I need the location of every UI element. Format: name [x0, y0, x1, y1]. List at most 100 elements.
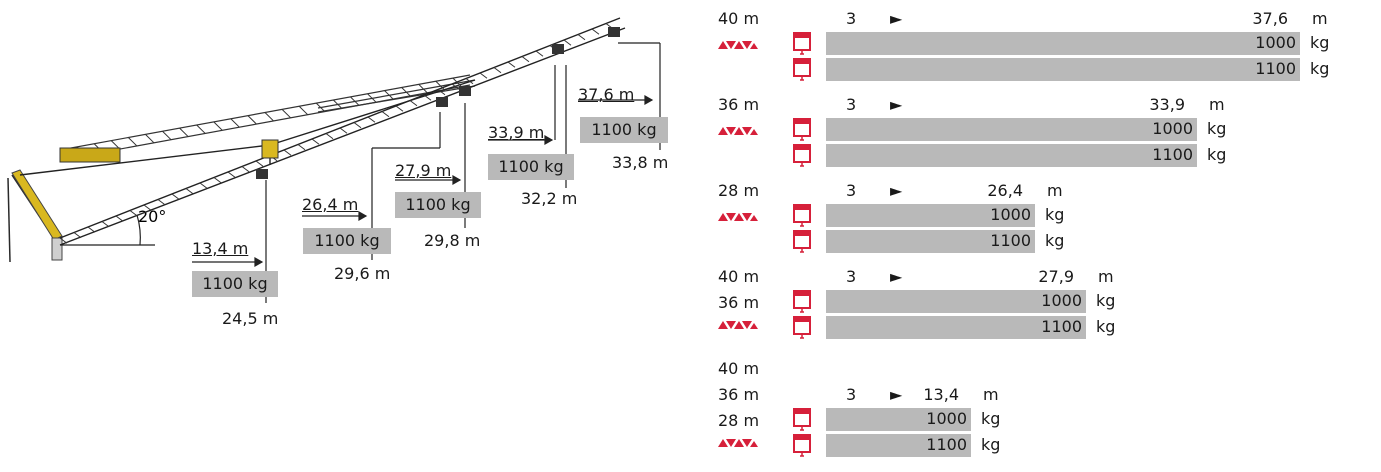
- brace: [332, 99, 343, 109]
- trolley-icon: [608, 27, 620, 37]
- hook-icon: [793, 204, 811, 227]
- brace: [143, 204, 152, 211]
- brace: [367, 116, 376, 123]
- station-radius: 33,9 m: [488, 123, 545, 142]
- hook-icon: [793, 408, 811, 431]
- brace: [315, 102, 326, 112]
- hook-icon: [793, 230, 811, 253]
- load-value: 1000: [926, 409, 967, 428]
- brace: [230, 118, 240, 128]
- brace: [435, 80, 445, 91]
- boom-length: 40 m: [718, 359, 760, 378]
- station-height: 24,5 m: [222, 309, 279, 328]
- brace: [115, 215, 124, 222]
- trolley-icon: [552, 44, 564, 54]
- falls-count: 3: [846, 9, 857, 28]
- load-unit: kg: [1207, 145, 1227, 164]
- station-height: 29,8 m: [424, 231, 481, 250]
- load-unit: kg: [1045, 205, 1065, 224]
- brace: [437, 89, 446, 96]
- reach-value: 37,6: [1252, 9, 1288, 28]
- brace: [87, 226, 96, 233]
- reach-value: 26,4: [987, 181, 1023, 200]
- load-unit: kg: [1096, 291, 1116, 310]
- station-load: 1100 kg: [192, 271, 278, 297]
- brace: [452, 77, 462, 87]
- station-load: 1100 kg: [488, 154, 574, 180]
- reach-unit: m: [1098, 267, 1114, 286]
- brace: [241, 166, 250, 173]
- load-value: 1000: [1152, 119, 1193, 138]
- load-bar: 1000: [826, 290, 1086, 313]
- load-value: 1100: [926, 435, 967, 454]
- trolley-icon: [436, 97, 448, 107]
- brace: [384, 90, 394, 100]
- hook-icon: [793, 434, 811, 457]
- brace: [311, 138, 320, 145]
- arrow-icon: ►: [890, 267, 903, 286]
- brace: [255, 160, 264, 167]
- load-bar: 1100: [826, 230, 1035, 253]
- falls-count: 3: [846, 267, 857, 286]
- trolley-icon: [256, 169, 268, 179]
- brace: [196, 124, 206, 134]
- brace: [423, 94, 432, 101]
- hook-icon: [793, 118, 811, 141]
- load-bar: 1000: [826, 118, 1197, 141]
- brace: [59, 237, 68, 244]
- brace: [381, 111, 390, 118]
- reach-value: 33,9: [1149, 95, 1185, 114]
- station-height: 33,8 m: [612, 153, 669, 172]
- load-value: 1100: [1041, 317, 1082, 336]
- reach-unit: m: [983, 385, 999, 404]
- slewing-unit: [261, 139, 279, 159]
- brace: [535, 50, 544, 57]
- brace: [281, 109, 291, 119]
- falls-count: 3: [846, 181, 857, 200]
- counterweight-icon: [718, 213, 758, 221]
- reach-unit: m: [1209, 95, 1225, 114]
- load-bar: 1000: [826, 408, 971, 431]
- boom-length: 36 m: [718, 385, 760, 404]
- brace: [591, 28, 600, 35]
- boom-length: 36 m: [718, 293, 760, 312]
- load-value: 1000: [990, 205, 1031, 224]
- load-unit: kg: [981, 409, 1001, 428]
- station-load: 1100 kg: [580, 117, 668, 143]
- brace: [264, 112, 274, 122]
- brace: [157, 199, 166, 206]
- station-load: 1100 kg: [395, 192, 481, 218]
- station-radius: 26,4 m: [302, 195, 359, 214]
- brace: [298, 105, 309, 116]
- arrow-icon: ►: [890, 385, 903, 404]
- load-value: 1000: [1041, 291, 1082, 310]
- brace: [213, 177, 222, 184]
- load-value: 1000: [1255, 33, 1296, 52]
- counterweight-icon: [718, 439, 758, 447]
- boom-length: 36 m: [718, 95, 760, 114]
- boom-length: 40 m: [718, 267, 760, 286]
- brace: [129, 210, 138, 217]
- brace: [185, 188, 194, 195]
- hook-icon: [793, 32, 811, 55]
- hook-icon: [793, 316, 811, 339]
- load-unit: kg: [1310, 59, 1330, 78]
- load-bar: 1000: [826, 32, 1300, 55]
- load-bar: 1100: [826, 144, 1197, 167]
- boom-length: 28 m: [718, 411, 760, 430]
- station-height: 32,2 m: [521, 189, 578, 208]
- brace: [353, 122, 362, 129]
- brace: [297, 144, 306, 151]
- reach-unit: m: [1047, 181, 1063, 200]
- brace: [283, 149, 292, 156]
- station-load: 1100 kg: [303, 228, 391, 254]
- brace: [577, 34, 586, 41]
- trolley-markers: [256, 27, 620, 179]
- hook-icon: [793, 144, 811, 167]
- brace: [563, 39, 572, 46]
- reach-value: 13,4: [923, 385, 959, 404]
- counterweight-icon: [718, 321, 758, 329]
- counterweight-icon: [718, 127, 758, 135]
- arrow-icon: ►: [890, 95, 903, 114]
